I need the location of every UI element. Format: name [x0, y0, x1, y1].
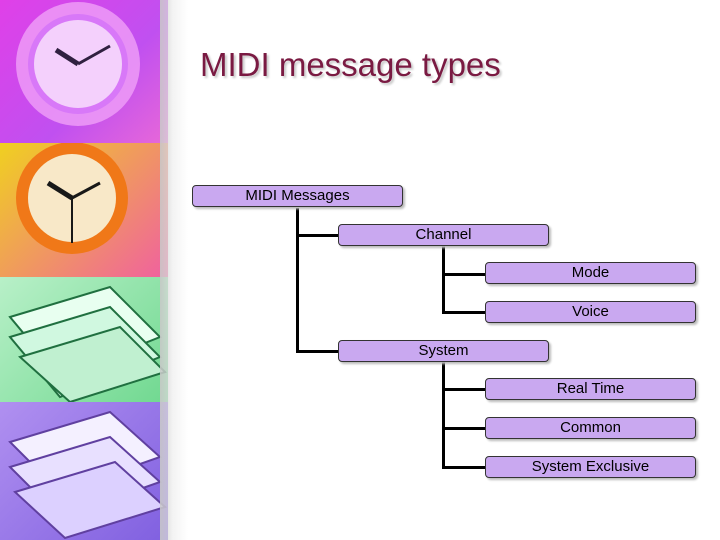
connector-to-system-exclusive: [442, 466, 485, 469]
connector-root-vertical: [296, 208, 299, 353]
stacked-papers-icon: [8, 410, 167, 540]
purple-papers-panel: [0, 402, 168, 540]
clock-icon: [16, 2, 140, 126]
node-channel: Channel: [338, 224, 549, 246]
connector-to-voice: [442, 311, 485, 314]
connector-to-real-time: [442, 388, 485, 391]
connector-channel-vertical: [442, 246, 445, 314]
node-real-time: Real Time: [485, 378, 696, 400]
connector-system-vertical: [442, 362, 445, 469]
purple-clock-panel: [0, 0, 168, 143]
node-system: System: [338, 340, 549, 362]
connector-to-common: [442, 427, 485, 430]
node-midi-messages: MIDI Messages: [192, 185, 403, 207]
node-voice: Voice: [485, 301, 696, 323]
node-common: Common: [485, 417, 696, 439]
node-system-exclusive: System Exclusive: [485, 456, 696, 478]
orange-clock-panel: [0, 143, 168, 277]
clock-icon: [16, 143, 128, 254]
stacked-papers-icon: [8, 285, 167, 402]
strip-edge-shadow: [160, 0, 188, 540]
slide-title: MIDI message types: [200, 46, 501, 83]
connector-to-system: [296, 350, 338, 353]
decorative-photo-strip: [0, 0, 168, 540]
green-papers-panel: [0, 277, 168, 402]
node-mode: Mode: [485, 262, 696, 284]
connector-to-channel: [296, 234, 338, 237]
connector-to-mode: [442, 273, 485, 276]
